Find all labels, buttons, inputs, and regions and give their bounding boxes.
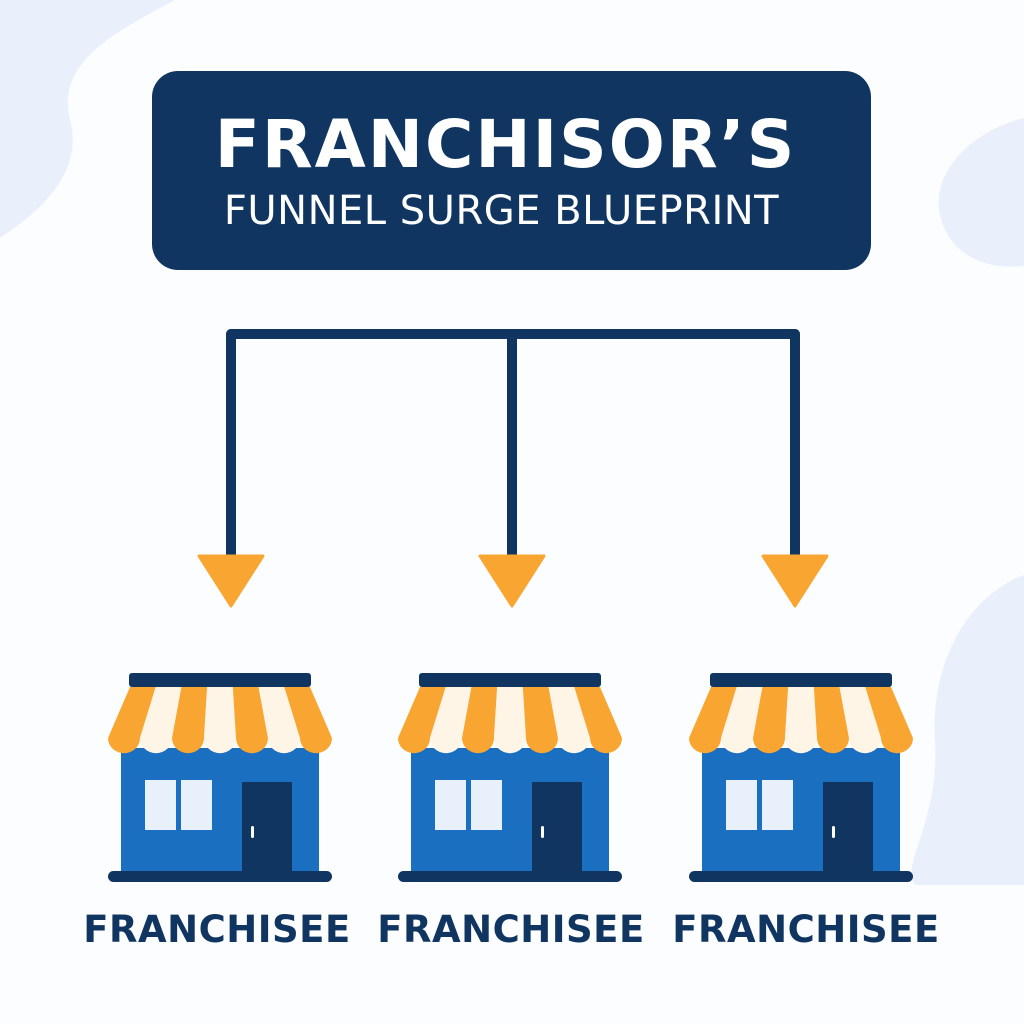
store-door-handle [832,826,835,838]
awning-stripe [548,687,590,738]
awning-stripe [430,687,472,738]
awning-stripe [462,687,498,738]
awning-scallop [721,738,753,754]
awning-stripe [813,687,849,738]
franchisor-title-box: FRANCHISOR’S FUNNEL SURGE BLUEPRINT [152,71,871,270]
awning-scallop [753,738,785,754]
awning-stripe [753,687,789,738]
awning-scallop [204,738,236,754]
awning-scallop [300,738,332,754]
background-blob-right-upper [938,118,1024,267]
background-blob-right-lower [911,575,1024,885]
awning-scallop [817,738,849,754]
awning-scallop [172,738,204,754]
awning-stripe [689,687,737,738]
store-awning-bar [129,673,311,687]
awning-scallop [590,738,622,754]
store-window-divider [466,780,471,830]
awning-stripe [785,687,817,738]
store-door [823,782,873,874]
franchisee-label-2: FRANCHISEE [377,908,645,951]
awning-scallop [430,738,462,754]
awning-stripe [494,687,526,738]
awning-scallop [140,738,172,754]
store-door-handle [251,826,254,838]
awning-scallop [881,738,913,754]
awning-scallop [108,738,140,754]
background-blob-top-left [0,0,175,238]
awning-stripe [865,687,913,738]
arrow-down-icon [761,554,829,608]
storefront-icon [398,673,622,882]
store-awning-bar [710,673,892,687]
awning-stripe [140,687,182,738]
store-door [532,782,582,874]
awning-stripe [721,687,763,738]
store-window-divider [176,780,181,830]
awning-scallop [462,738,494,754]
store-base [689,871,913,882]
store-door-handle [541,826,544,838]
arrow-down-icon [478,554,546,608]
awning-scallop [398,738,430,754]
awning-scallop [494,738,526,754]
store-base [398,871,622,882]
awning-stripe [574,687,622,738]
awning-scallop [558,738,590,754]
storefront-icon [108,673,332,882]
store-window-divider [757,780,762,830]
connector-lines [226,329,800,561]
title-main: FRANCHISOR’S [214,105,797,183]
awning-stripe [839,687,881,738]
awning-stripe [108,687,156,738]
awning-stripe [522,687,558,738]
awning-scallop [268,738,300,754]
awning-scallop [785,738,817,754]
awning-scallop [526,738,558,754]
awning-stripe [232,687,268,738]
store-awning-bar [419,673,601,687]
awning-scallop [849,738,881,754]
storefront-icon [689,673,913,882]
franchisee-label-1: FRANCHISEE [83,908,351,951]
awning-scallop [236,738,268,754]
store-base [108,871,332,882]
awning-stripe [258,687,300,738]
awning-stripe [284,687,332,738]
awning-stripe [172,687,208,738]
awning-scallop [689,738,721,754]
arrow-down-icon [197,554,265,608]
store-door [242,782,292,874]
awning-stripe [204,687,236,738]
franchisee-label-3: FRANCHISEE [672,908,940,951]
title-subtitle: FUNNEL SURGE BLUEPRINT [223,187,780,234]
awning-stripe [398,687,446,738]
arrowheads [197,554,829,608]
